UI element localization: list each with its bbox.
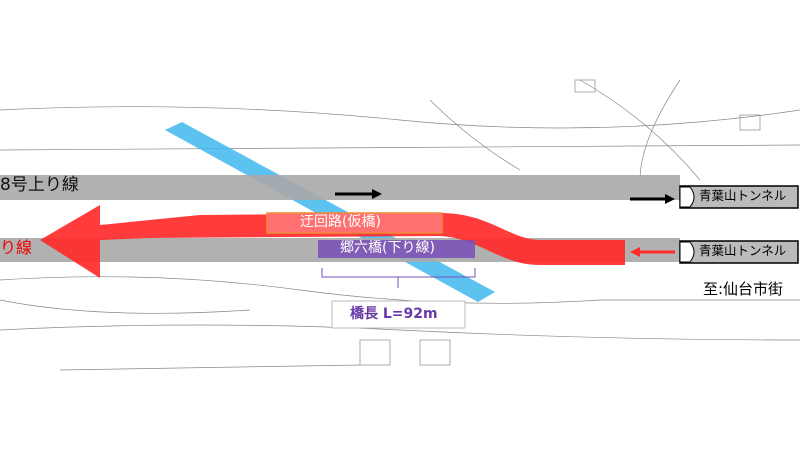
up-line-label: 8号上り線 [0, 175, 79, 195]
bridge-length-label: 橋長 L=92m [350, 306, 438, 322]
tunnel-lower-label: 青葉山トンネル [699, 243, 787, 258]
tunnel-upper-label: 青葉山トンネル [699, 188, 787, 203]
base-drawing-lines [0, 79, 800, 371]
river [165, 122, 495, 302]
bridge-label: 郷六橋(下り線) [340, 240, 435, 256]
arrow-westbound [630, 247, 675, 257]
detour-label-box [266, 212, 443, 234]
bridge-span-bracket [321, 268, 476, 288]
detour-label: 迂回路(仮橋) [300, 214, 381, 230]
tunnel-portal-lower-icon [679, 241, 695, 263]
destination-label: 至:仙台市街 [703, 280, 784, 298]
up-line-road [0, 175, 680, 200]
detour-route [40, 205, 625, 278]
bridge-label-box [318, 240, 475, 258]
tunnel-portal-upper-icon [679, 186, 695, 208]
bridge-length-box [331, 300, 466, 329]
arrow-eastbound [335, 189, 675, 204]
down-line-label: り線 [0, 238, 33, 257]
